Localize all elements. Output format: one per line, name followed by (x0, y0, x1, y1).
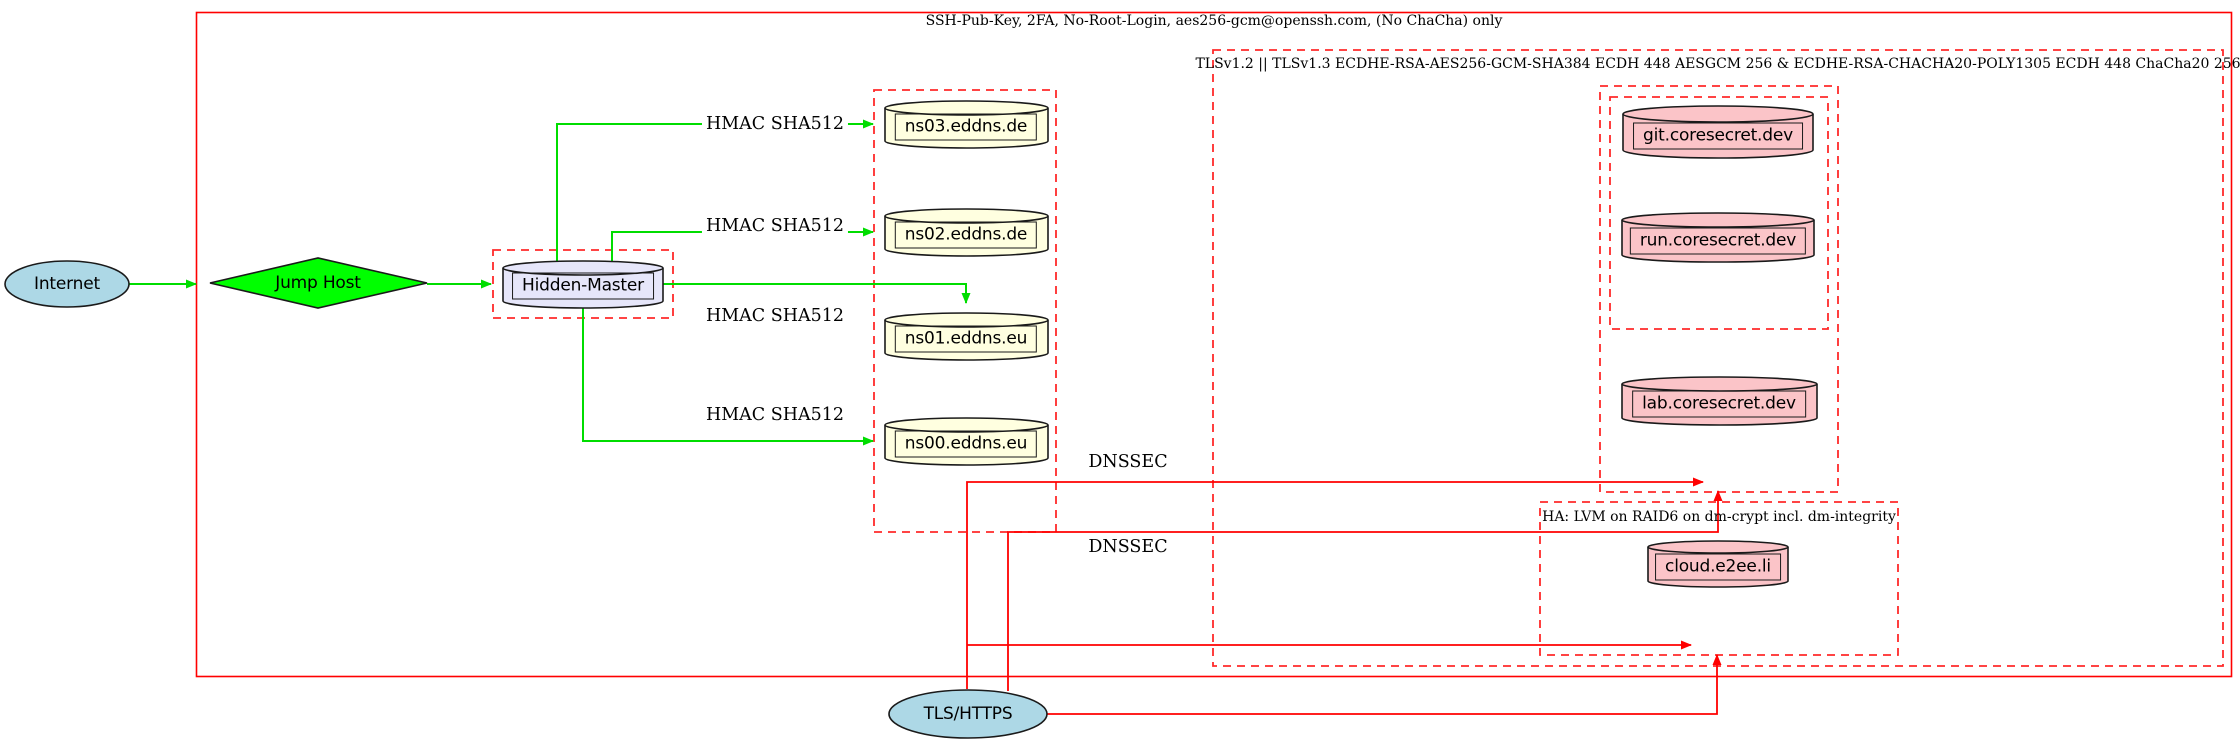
ns02-node-label: ns02.eddns.de (894, 221, 1038, 249)
run-cylinder-lid (1621, 219, 1815, 228)
run-node-label: run.coresecret.dev (1629, 227, 1807, 255)
ns03-cylinder (884, 100, 1049, 149)
edge-hiddenmaster-ns01 (663, 283, 971, 304)
gitrun-cluster-box (1609, 96, 1829, 330)
tlshttps-node-shape (888, 689, 1048, 739)
git-cylinder (1622, 105, 1814, 159)
ssh-boundary-label: SSH-Pub-Key, 2FA, No-Root-Login, aes256-… (925, 13, 1503, 29)
edge-hiddenmaster-ns00 (582, 308, 874, 446)
ns01-cylinder (884, 312, 1049, 361)
ns03-cylinder-lid (884, 107, 1049, 116)
jumphost-node-label: Jump Host (275, 273, 361, 293)
tls-cluster-box (1212, 49, 2224, 667)
ns00-node-label: ns00.eddns.eu (894, 430, 1038, 458)
lab-node-label: lab.coresecret.dev (1632, 390, 1806, 418)
run-cylinder (1621, 212, 1815, 263)
hiddenmaster-node-label: Hidden-Master (512, 272, 654, 300)
hmac-label-ns00: HMAC SHA512 (705, 405, 845, 425)
internet-node-label: Internet (34, 274, 100, 294)
hmac-label-ns02: HMAC SHA512 (701, 216, 849, 236)
hiddenmaster-cylinder-lid (502, 267, 664, 276)
ha-cluster-label: HA: LVM on RAID6 on dm-crypt incl. dm-in… (1542, 509, 1896, 525)
git-cylinder-lid (1622, 113, 1814, 123)
ns01-node-label: ns01.eddns.eu (894, 325, 1038, 353)
hmac-label-ns03: HMAC SHA512 (701, 114, 849, 134)
tls-cluster-label: TLSv1.2 || TLSv1.3 ECDHE-RSA-AES256-GCM-… (1195, 56, 2240, 72)
jumphost-node-shape (209, 257, 428, 309)
cloud-node-label: cloud.e2ee.li (1655, 553, 1781, 581)
tlshttps-node-label: TLS/HTTPS (923, 704, 1013, 724)
ssh-boundary-box (195, 11, 2233, 678)
lab-cylinder (1621, 376, 1818, 426)
dnssec-label-2: DNSSEC (1088, 537, 1168, 557)
edge-hiddenmaster-ns02 (611, 227, 874, 261)
internet-node-shape (4, 260, 130, 308)
git-node-label: git.coresecret.dev (1633, 122, 1803, 150)
ns00-cylinder-lid (884, 424, 1049, 433)
dnssec-label-1: DNSSEC (1088, 452, 1168, 472)
eddns-cluster-box (873, 89, 1057, 533)
ns02-cylinder-lid (884, 215, 1049, 224)
ns00-cylinder (884, 417, 1049, 466)
ns01-cylinder-lid (884, 319, 1049, 328)
ns02-cylinder (884, 208, 1049, 257)
edge-tlshttps-coresecret (1007, 490, 1723, 691)
edge-hiddenmaster-ns03 (556, 119, 874, 261)
ns03-node-label: ns03.eddns.de (894, 113, 1038, 141)
hmac-label-ns01: HMAC SHA512 (705, 306, 845, 326)
cloud-cylinder-lid (1647, 546, 1789, 554)
edge-tlshttps-ha (1047, 654, 1722, 715)
edge-dnssec-coresecret (966, 477, 1704, 689)
